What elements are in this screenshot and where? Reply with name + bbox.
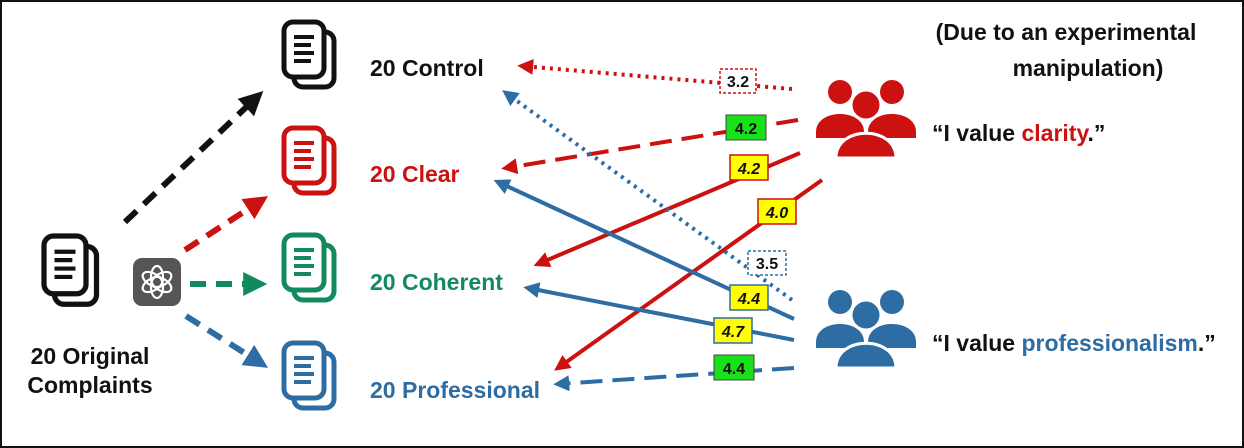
control-document-icon <box>284 22 334 87</box>
svg-text:4.2: 4.2 <box>735 121 757 138</box>
label-coherent: 20 Coherent <box>370 269 503 295</box>
original-document-icon <box>44 236 97 304</box>
arrow-to-professional <box>184 313 269 368</box>
svg-text:4.7: 4.7 <box>721 324 745 341</box>
clarity-people-group-icon <box>814 78 918 160</box>
svg-text:3.2: 3.2 <box>727 74 749 91</box>
rating-prof-control: 3.5 <box>747 250 787 276</box>
label-control: 20 Control <box>370 55 484 81</box>
rating-clarity-clear: 4.2 <box>725 114 767 141</box>
svg-text:4.0: 4.0 <box>765 205 788 222</box>
svg-text:4.4: 4.4 <box>737 291 760 308</box>
chatgpt-icon <box>133 258 181 306</box>
rating-prof-clear: 4.4 <box>729 284 769 311</box>
arrow-to-clear <box>183 196 269 253</box>
label-clear: 20 Clear <box>370 161 460 187</box>
svg-text:3.5: 3.5 <box>756 256 778 273</box>
label-professional: 20 Professional <box>370 377 540 403</box>
coherent-document-icon <box>284 235 334 300</box>
professionalism-people-group-icon <box>814 288 918 370</box>
clear-document-icon <box>284 128 334 193</box>
rating-clarity-coherent: 4.2 <box>729 154 769 181</box>
note-line2: manipulation) <box>1013 55 1164 81</box>
prof-to-professional-arrow <box>553 366 795 392</box>
quote-clarity: “I value clarity.” <box>932 120 1105 146</box>
rating-prof-professional: 4.4 <box>713 354 755 381</box>
rating-clarity-professional: 4.0 <box>757 198 797 225</box>
clarity-to-control-arrow <box>517 58 793 91</box>
note-line1: (Due to an experimental <box>936 19 1197 45</box>
rating-clarity-control: 3.2 <box>719 68 757 94</box>
source-label-line2: Complaints <box>27 372 152 398</box>
rating-prof-coherent: 4.7 <box>713 317 753 344</box>
prof-to-control-arrow <box>502 90 794 302</box>
professional-document-icon <box>284 343 334 408</box>
quote-professionalism: “I value professionalism.” <box>932 330 1216 356</box>
svg-text:4.2: 4.2 <box>737 161 760 178</box>
svg-text:4.4: 4.4 <box>723 361 745 378</box>
source-label-line1: 20 Original <box>31 343 150 369</box>
arrow-to-control <box>122 91 264 225</box>
